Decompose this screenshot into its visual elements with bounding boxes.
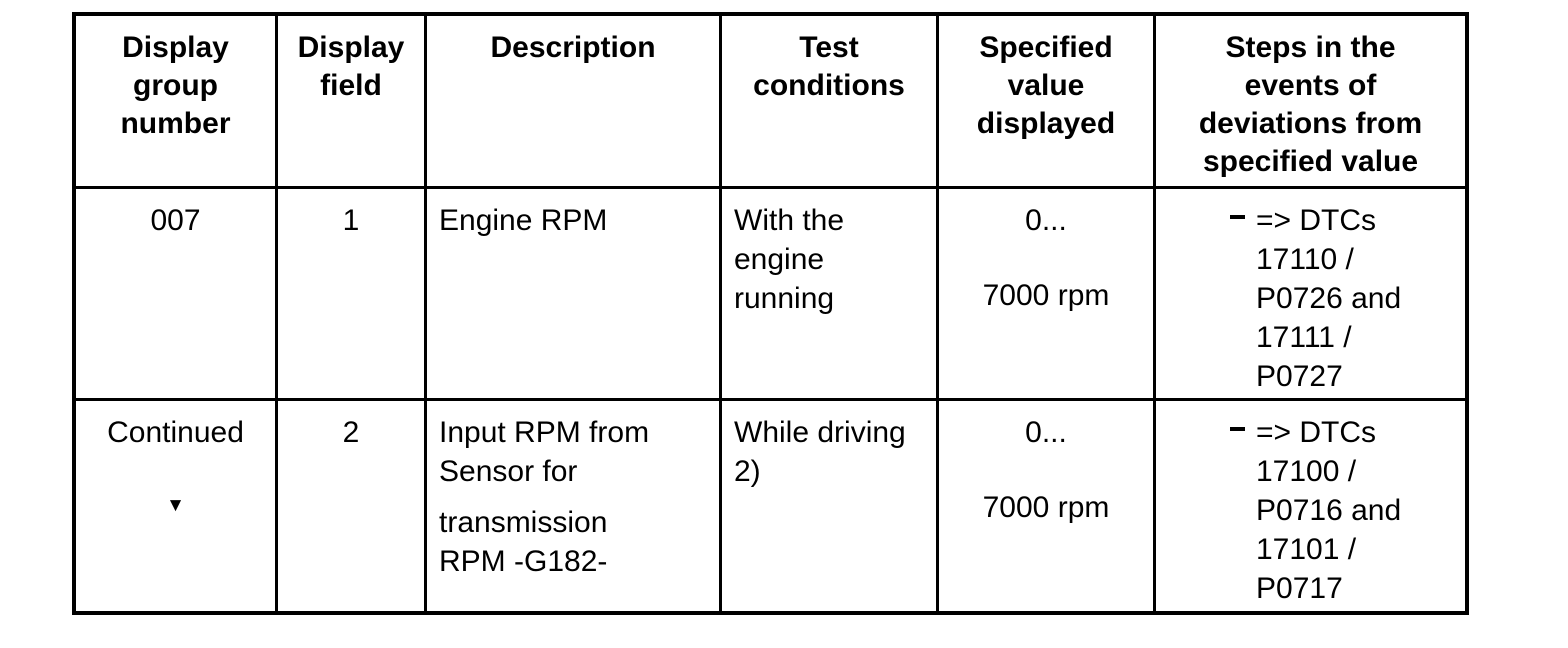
cell-description-row2: Input RPM from Sensor for transmission R… [427,401,719,611]
header-line: Test [799,31,859,64]
deviation-step-line: P0726 and [1256,282,1402,315]
header-line: specified value [1202,145,1419,178]
header-display-field: Display field [278,16,424,186]
test-conditions-line: running [734,282,835,315]
header-line: conditions [753,69,905,102]
header-line: Specified [979,31,1113,64]
header-specified-value: Specified value displayed [939,16,1153,186]
deviation-step-line: P0716 and [1256,494,1402,527]
cell-test-conditions-row1: With the engine running [722,189,936,398]
specified-value-to: 7000 rpm [982,279,1110,312]
deviation-step-line: P0717 [1256,572,1343,605]
test-conditions-line: engine [734,243,825,276]
description-line: Input RPM from [439,416,650,449]
header-line: deviations from [1198,107,1423,140]
header-line: displayed [976,107,1116,140]
cell-specified-value-row2: 0... 7000 rpm [939,401,1153,611]
group-number-value: Continued [107,416,244,449]
header-test-conditions: Test conditions [722,16,936,186]
cell-group-number-row1: 007 [76,189,275,398]
header-description: Description [427,16,719,186]
header-line: Display [122,31,229,64]
deviation-step-line: 17100 / [1256,455,1357,488]
cell-display-field-row2: 2 [278,401,424,611]
display-field-value: 2 [342,416,360,449]
description-line: transmission [439,506,608,539]
header-deviation-steps: Steps in the events of deviations from s… [1156,16,1465,186]
description-line: Engine RPM [439,204,608,237]
cell-test-conditions-row2: While driving 2) [722,401,936,611]
header-display-group-number: Display group number [76,16,275,186]
header-line: field [320,69,382,102]
specified-value-from: 0... [1025,416,1067,449]
test-conditions-line: With the [734,204,845,237]
dash-bullet-icon [1230,215,1245,219]
deviation-step-line: => DTCs [1256,204,1377,237]
deviation-step-line: P0727 [1256,360,1343,393]
cell-description-row1: Engine RPM [427,189,719,398]
specified-value-from: 0... [1025,204,1067,237]
description-line: Sensor for [439,455,578,488]
header-line: events of [1244,69,1377,102]
deviation-step-line: 17111 / [1256,321,1352,354]
cell-deviation-steps-row2: => DTCs 17100 / P0716 and 17101 / P0717 [1156,401,1465,611]
deviation-step-line: 17101 / [1256,533,1357,566]
test-conditions-line: While driving [734,416,906,449]
header-line: Description [490,31,656,64]
cell-specified-value-row1: 0... 7000 rpm [939,189,1153,398]
continuation-triangle-icon: ▼ [166,495,185,516]
deviation-step-line: => DTCs [1256,416,1377,449]
group-number-value: 007 [150,204,201,237]
cell-deviation-steps-row1: => DTCs 17110 / P0726 and 17111 / P0727 [1156,189,1465,398]
diagnostic-table: Display group number Display field Descr… [72,12,1469,615]
header-line: group [133,69,218,102]
header-line: Steps in the [1225,31,1396,64]
cell-group-number-row2: Continued ▼ [76,401,275,611]
header-line: Display [297,31,405,64]
header-line: value [1007,69,1085,102]
dash-bullet-icon [1230,427,1245,431]
deviation-step-line: 17110 / [1256,243,1354,276]
cell-display-field-row1: 1 [278,189,424,398]
display-field-value: 1 [342,204,360,237]
header-line: number [120,107,231,140]
description-line: RPM -G182- [439,545,608,578]
specified-value-to: 7000 rpm [982,491,1110,524]
test-conditions-line: 2) [734,455,761,488]
